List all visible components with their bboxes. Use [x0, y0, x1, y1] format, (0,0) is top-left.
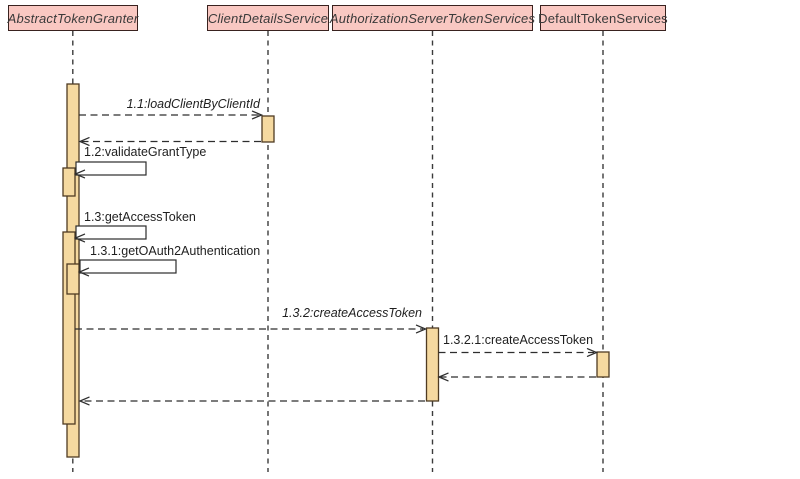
arrowhead-1-3-1-self	[77, 267, 90, 277]
self-call-box-1-3-1	[79, 259, 177, 274]
activation-atg-1-2	[62, 167, 76, 197]
message-label-1-3-2-1-createaccesstoken: 1.3.2.1:createAccessToken	[443, 333, 594, 347]
activation-asts	[425, 327, 440, 402]
activation-cds	[261, 115, 275, 143]
participant-defaulttokenservices: DefaultTokenServices	[538, 5, 668, 31]
activation-atg-1-3	[62, 231, 76, 425]
message-label-1-3-1-getoauth2authentication: 1.3.1:getOAuth2Authentication	[90, 244, 261, 258]
arrowhead-1-3-self	[73, 233, 86, 243]
activation-dts	[596, 351, 610, 378]
self-call-box-1-3	[75, 225, 147, 240]
activation-atg-1-3-1	[66, 263, 80, 295]
arrowhead-1-2-self	[73, 169, 86, 179]
participant-abstracttokengranter: AbstractTokenGranter	[8, 5, 138, 31]
arrowhead-1-3-2-return	[78, 396, 90, 406]
arrowhead-1-1-return	[78, 137, 90, 146]
arrowhead-1-3-2-1-return	[437, 372, 449, 382]
participant-authorizationservertokenservices: AuthorizationServerTokenServices	[330, 5, 535, 31]
arrowhead-1-1-call	[251, 110, 264, 120]
message-label-1-1-loadclientbyclientid: 1.1:loadClientByClientId	[126, 97, 260, 111]
message-label-1-3-getaccesstoken: 1.3:getAccessToken	[84, 210, 196, 224]
participant-clientdetailsservice: ClientDetailsService	[207, 5, 329, 31]
arrowhead-1-3-2-1-call	[586, 348, 599, 357]
self-call-box-1-2	[75, 161, 147, 176]
message-label-1-3-2-createaccesstoken: 1.3.2:createAccessToken	[282, 306, 422, 320]
message-label-1-2-validategranttype: 1.2:validateGrantType	[84, 145, 207, 159]
arrowhead-1-3-2-call	[415, 324, 428, 334]
